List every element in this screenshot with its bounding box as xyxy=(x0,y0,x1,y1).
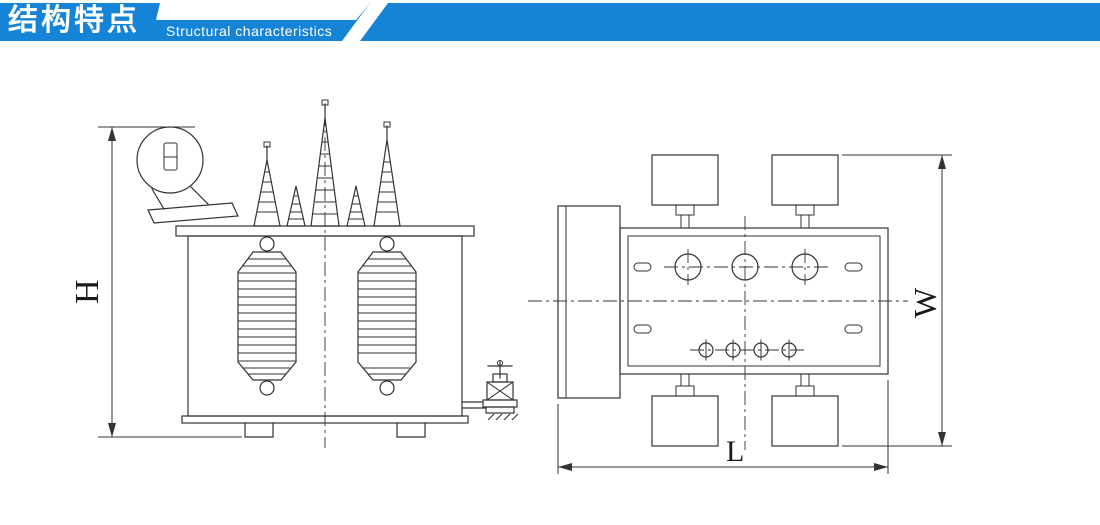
top-view-drawing: W L xyxy=(528,154,952,474)
page-title: 结构特点 xyxy=(8,4,140,37)
temperature-gauge xyxy=(136,126,239,224)
hv-bushing-circles xyxy=(664,249,830,285)
hv-bushings xyxy=(253,99,401,227)
slot-holes xyxy=(633,262,863,334)
header-banner: 结构特点 Structural characteristics xyxy=(0,0,1100,46)
center-lines xyxy=(528,216,908,450)
radiator-panel-right xyxy=(357,236,417,396)
tank-body xyxy=(175,225,475,438)
dimension-l-label: L xyxy=(726,435,744,468)
dimension-w: W xyxy=(842,154,952,447)
dimension-h-label: H xyxy=(69,279,106,304)
dimension-l: L xyxy=(557,380,889,474)
corner-rollers xyxy=(651,154,839,447)
foot-right xyxy=(396,422,426,438)
banner-graphic xyxy=(0,3,1100,41)
dimension-h: H xyxy=(69,126,242,438)
dimension-w-label: W xyxy=(907,287,943,318)
foot-left xyxy=(244,422,274,438)
banner-slash-shape xyxy=(342,3,388,41)
front-view-drawing: H xyxy=(69,99,519,448)
lv-bushing-circles xyxy=(690,339,806,361)
radiator-block-side xyxy=(557,205,621,399)
radiator-panel-left xyxy=(237,236,297,396)
banner-notch-shape xyxy=(156,3,370,20)
tank-top xyxy=(619,227,889,375)
page-subtitle: Structural characteristics xyxy=(166,23,333,39)
drain-valve xyxy=(461,360,519,421)
